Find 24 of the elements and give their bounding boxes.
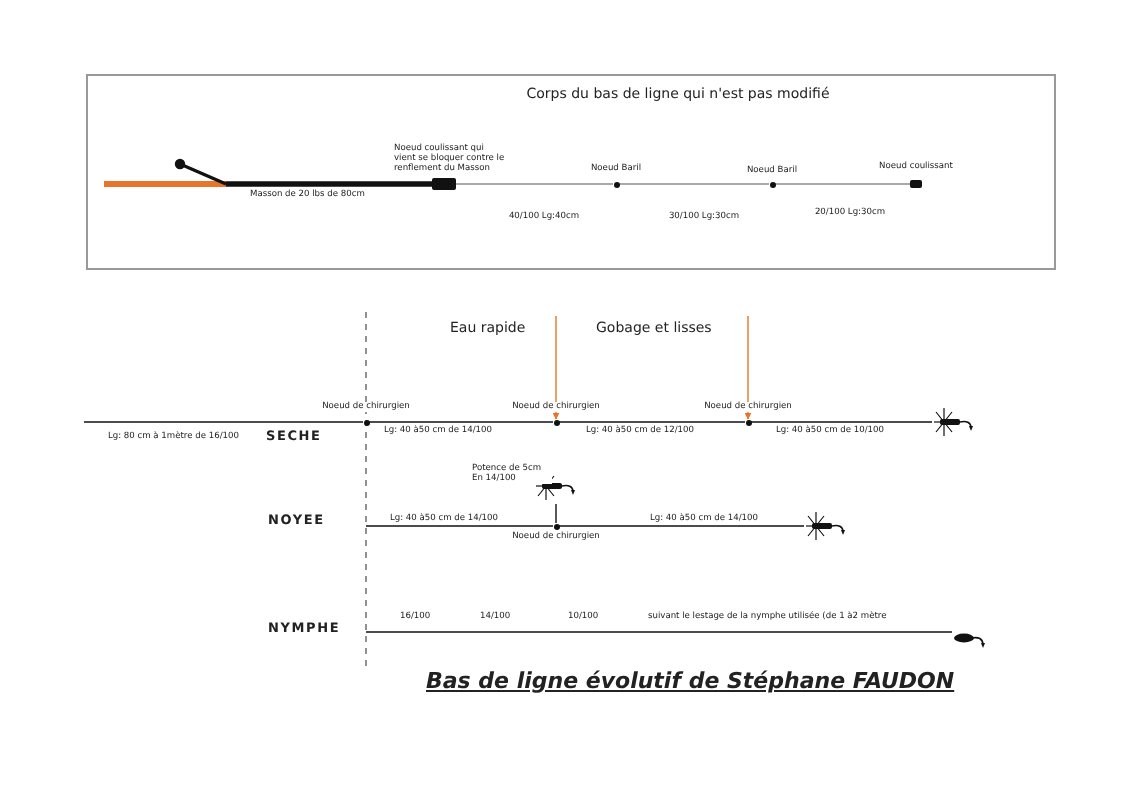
knot-dot	[553, 523, 559, 529]
line	[555, 503, 557, 524]
arrow	[744, 315, 752, 420]
knot-dot	[769, 181, 775, 187]
line	[618, 183, 770, 185]
diagram-title: Bas de ligne évolutif de Stéphane FAUDON	[426, 668, 955, 694]
knot-dot	[553, 419, 559, 425]
knot-dot	[613, 181, 619, 187]
knot-marker	[910, 180, 922, 188]
knot-marker	[432, 178, 456, 190]
line	[750, 421, 933, 423]
line	[558, 421, 746, 423]
line	[558, 525, 805, 527]
line	[365, 525, 554, 527]
line	[774, 183, 911, 185]
line	[365, 631, 953, 633]
line	[226, 181, 432, 187]
line	[455, 183, 614, 185]
knot-dot	[363, 419, 369, 425]
line	[368, 421, 554, 423]
line	[83, 421, 364, 423]
knot-dot	[745, 419, 751, 425]
frame-panel	[86, 74, 1056, 270]
arrow	[552, 315, 560, 420]
